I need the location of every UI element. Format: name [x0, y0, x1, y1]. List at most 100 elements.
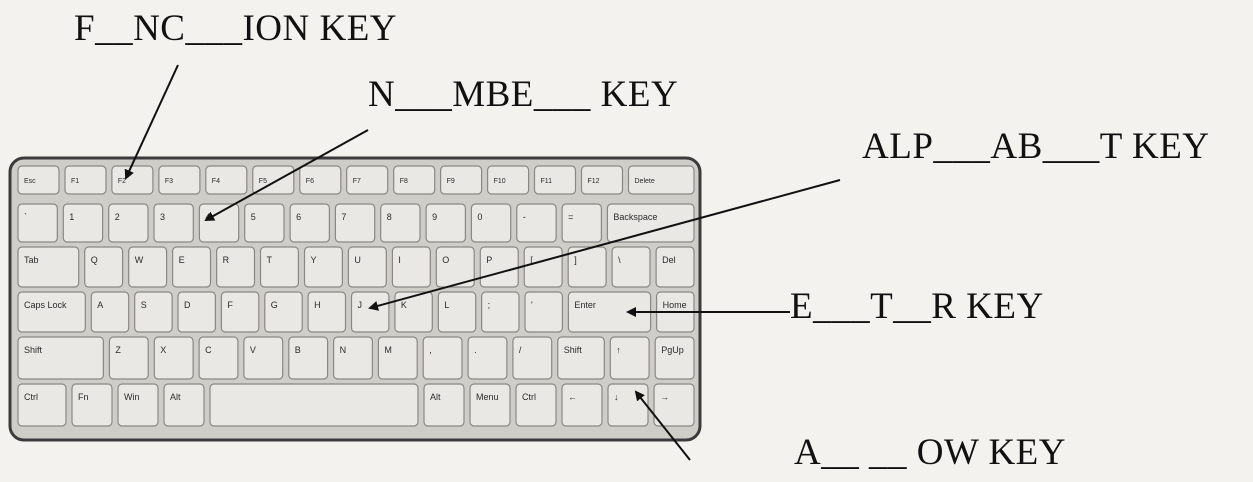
key-label: Home — [663, 300, 687, 310]
key — [515, 383, 557, 427]
key — [609, 336, 650, 380]
key-label: F — [227, 300, 233, 310]
key — [393, 165, 436, 195]
key-label: U — [354, 255, 361, 265]
key — [334, 203, 376, 243]
key — [303, 246, 344, 288]
key — [205, 165, 248, 195]
key — [64, 165, 107, 195]
key — [611, 246, 651, 288]
key — [346, 165, 389, 195]
key — [220, 291, 260, 333]
key-label: Tab — [24, 255, 39, 265]
key-label: PgUp — [661, 345, 684, 355]
key — [117, 383, 159, 427]
key — [377, 336, 418, 380]
number-key-pointer — [204, 129, 369, 221]
key — [435, 246, 475, 288]
key — [134, 291, 173, 333]
key-label: F3 — [165, 178, 173, 185]
key — [299, 165, 342, 195]
key-label: Backspace — [613, 212, 657, 222]
key-label: Fn — [78, 392, 89, 402]
function-key-label: F__NC___ION KEY — [74, 8, 398, 49]
key — [158, 165, 201, 195]
key — [467, 336, 508, 380]
arrow-key-label: A__ __ OW KEY — [794, 432, 1066, 473]
key-label: B — [295, 345, 301, 355]
key-label: F7 — [353, 178, 361, 185]
key-label: F8 — [400, 178, 408, 185]
key-label: N — [340, 345, 347, 355]
key-label: ← — [568, 392, 577, 402]
key — [561, 383, 603, 427]
key — [347, 246, 387, 288]
key-label: / — [519, 345, 522, 355]
key — [289, 203, 331, 243]
key-label: X — [160, 345, 166, 355]
key-label: Win — [124, 392, 140, 402]
key-label: \ — [618, 255, 621, 265]
key — [653, 383, 695, 427]
key-label: T — [267, 255, 273, 265]
key — [394, 291, 433, 333]
key-label: Y — [311, 255, 317, 265]
key-label: R — [223, 255, 230, 265]
key — [523, 246, 563, 288]
key — [524, 291, 564, 333]
key — [655, 246, 695, 288]
key — [561, 203, 602, 243]
key-label: Z — [115, 345, 121, 355]
key-label: Delete — [635, 178, 655, 185]
key-label: C — [205, 345, 212, 355]
key-label: 8 — [387, 212, 392, 222]
key — [422, 336, 463, 380]
key — [17, 383, 67, 427]
key — [17, 203, 58, 243]
key — [470, 203, 512, 243]
key-label: J — [358, 300, 363, 310]
key-label: 9 — [432, 212, 437, 222]
key — [62, 203, 104, 243]
key-label: ↑ — [616, 345, 621, 355]
key — [90, 291, 130, 333]
key-label: G — [271, 300, 278, 310]
key-label: Esc — [24, 178, 36, 185]
key-label: F11 — [541, 178, 553, 185]
key — [17, 291, 86, 333]
key — [425, 203, 467, 243]
key — [128, 246, 168, 288]
key-label: ; — [488, 300, 491, 310]
key-label: 7 — [341, 212, 346, 222]
key — [153, 336, 194, 380]
key — [487, 165, 530, 195]
key-label: F9 — [447, 178, 455, 185]
key — [264, 291, 303, 333]
key-label: , — [429, 345, 432, 355]
key — [243, 336, 284, 380]
key-label: K — [401, 300, 407, 310]
key — [198, 336, 239, 380]
key-label: F2 — [118, 178, 126, 185]
key — [627, 165, 695, 195]
key-label: P — [486, 255, 492, 265]
key — [198, 203, 240, 243]
key — [606, 203, 695, 243]
key — [244, 203, 285, 243]
alphabet-key-label: ALP___AB___T KEY — [862, 126, 1210, 167]
key-label: ` — [24, 212, 27, 222]
key — [259, 246, 300, 288]
key-label: Alt — [170, 392, 181, 402]
number-key-label: N___MBE___ KEY — [368, 74, 679, 115]
key-label: O — [442, 255, 449, 265]
key-label: F4 — [212, 178, 220, 185]
key-label: 1 — [69, 212, 74, 222]
key — [380, 203, 421, 243]
key — [153, 203, 194, 243]
key-label: Enter — [574, 300, 596, 310]
key — [177, 291, 217, 333]
key-label: Ctrl — [522, 392, 536, 402]
key-label: F12 — [588, 178, 600, 185]
key — [209, 383, 419, 427]
